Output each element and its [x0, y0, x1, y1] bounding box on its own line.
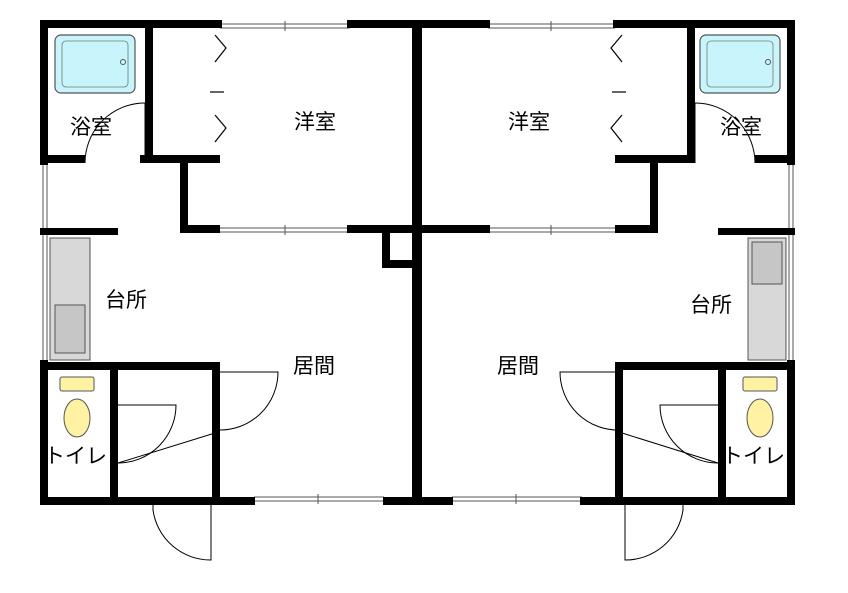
room-label-western-left: 洋室: [294, 110, 336, 134]
room-label-kitchen-right: 台所: [690, 293, 732, 317]
sink-right: [751, 241, 783, 285]
toilet-right: [742, 376, 778, 438]
sink-left: [54, 304, 86, 354]
room-label-kitchen-left: 台所: [105, 288, 147, 312]
bathtub-left: [54, 34, 136, 94]
room-label-living-right: 居間: [497, 354, 539, 378]
room-label-bath-right: 浴室: [720, 115, 762, 139]
room-label-living-left: 居間: [293, 354, 335, 378]
window-lines: [42, 21, 794, 504]
room-label-western-right: 洋室: [508, 110, 550, 134]
toilet-left: [59, 376, 95, 438]
bathtub-right: [699, 34, 781, 94]
room-label-bath-left: 浴室: [70, 115, 112, 139]
room-label-toilet-left: トイレ: [44, 444, 107, 468]
room-label-toilet-right: トイレ: [722, 444, 785, 468]
walls: [40, 20, 795, 505]
closet-doors: [210, 34, 626, 143]
